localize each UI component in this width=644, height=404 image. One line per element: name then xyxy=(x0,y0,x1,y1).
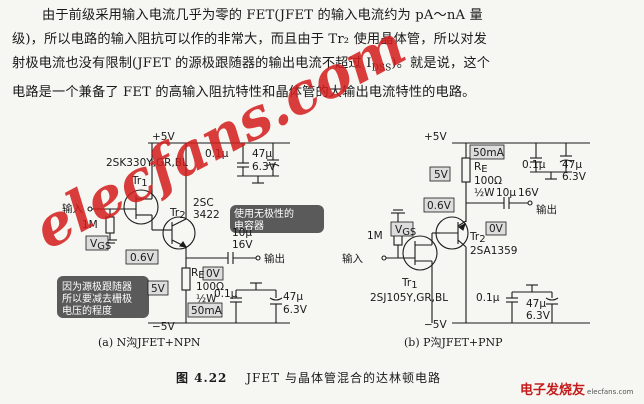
circuit-b-re-watt: ½W xyxy=(474,187,495,199)
circuit-b-input-label: 输入 xyxy=(342,252,363,265)
figure-title: JFET 与晶体管混合的达林顿电路 xyxy=(246,371,441,385)
figure-caption: 图 4.22 JFET 与晶体管混合的达林顿电路 xyxy=(176,369,441,386)
vgs-note-line-3: 电压的程度 xyxy=(62,304,112,317)
circuit-a-vmid-label: 5V xyxy=(151,283,166,295)
circuit-b-tr1-label: Tr1 xyxy=(401,277,418,291)
circuit-a-vgs-label: VGS xyxy=(90,238,111,252)
circuit-b-tr2-label: Tr2 xyxy=(469,231,486,245)
circuit-b-tr2-part: 2SA1359 xyxy=(470,245,517,257)
subfigure-b-label: (b) P沟JFET+PNP xyxy=(404,336,503,349)
circuit-a-tr1-part: 2SK330Y,GR,BL xyxy=(106,157,188,169)
circuit-a-elec-bottom-1: 47μ xyxy=(283,291,303,303)
coupling-note-line-2: 电容器 xyxy=(234,219,264,232)
paragraph-line-4: 电路是一个兼备了 FET 的高输入阻抗特性和晶体管的大输出电流特性的电路。 xyxy=(12,84,476,100)
circuit-b-vmid-label: 5V xyxy=(434,169,449,181)
circuit-a-output-label: 输出 xyxy=(264,252,285,265)
circuit-a-vplus-label: +5V xyxy=(152,131,175,143)
circuit-a-cap-top: 0.1μ xyxy=(205,148,229,160)
paragraph-line-3-text: 射极电流也没有限制(JFET 的源极跟随器的输出电流不超过 I xyxy=(12,56,372,71)
paragraph-line-3-end: )。就是说，这个 xyxy=(391,56,491,71)
circuit-b-jfet-symbol xyxy=(402,235,438,271)
circuit-a-elec-top-1: 47μ xyxy=(252,148,272,160)
circuit-a-tr2-part-2: 3422 xyxy=(193,209,220,221)
circuit-b-output-label: 输出 xyxy=(536,203,557,216)
circuit-a-coupling-2: 16V xyxy=(232,239,253,251)
circuit-a-coupling-1: 10μ xyxy=(232,227,252,239)
circuit-a-current-label: 50mA xyxy=(191,305,223,317)
circuit-b-vplus-label: +5V xyxy=(424,131,447,143)
elecfans-watermark: elecfans.com xyxy=(24,12,417,263)
circuit-a-tr1-label: Tr1 xyxy=(131,175,148,189)
circuit-b-vgs-label: VGS xyxy=(395,224,416,238)
body-paragraph: 由于前级采用输入电流几乎为零的 FET(JFET 的输入电流约为 pA～nA 量… xyxy=(12,4,634,105)
circuit-a-input-resistor: 1M xyxy=(82,219,98,231)
circuit-a-re-label: RE xyxy=(191,267,205,281)
paragraph-line-1: 由于前级采用输入电流几乎为零的 FET(JFET 的输入电流约为 pA～nA 量 xyxy=(42,8,483,23)
circuit-a-tr2-part-1: 2SC xyxy=(193,197,214,209)
circuit-b-input-resistor: 1M xyxy=(367,230,383,242)
circuit-a-input-label: 输入 xyxy=(62,202,83,215)
circuit-a-elec-top-2: 6.3V xyxy=(252,161,277,173)
circuit-a-re-value: 100Ω xyxy=(196,281,224,293)
circuit-b-cap-bottom: 0.1μ xyxy=(476,292,500,304)
circuit-a-elec-bottom-2: 6.3V xyxy=(283,304,308,316)
circuit-b-tr1-part: 2SJ105Y,GR,BL xyxy=(370,292,448,304)
circuit-b-elec-top-1: 47μ xyxy=(562,159,582,171)
vgs-note-line-1: 因为源极跟随器 xyxy=(62,280,132,293)
circuit-a-vbe-label: 0.6V xyxy=(130,252,155,264)
circuit-a-vgs-note: 因为源极跟随器 所以要减去栅极 电压的程度 xyxy=(57,276,149,318)
circuit-a-tr2-label: Tr2 xyxy=(169,207,186,221)
circuit-b-vbe-label: 0.6V xyxy=(427,200,452,212)
brand-text: 电子发烧友 xyxy=(520,383,586,398)
circuit-b-elec-top-2: 6.3V xyxy=(562,171,587,183)
circuit-a-jfet-symbol xyxy=(123,189,159,225)
circuit-b-elec-bottom-1: 47μ xyxy=(526,298,546,310)
subfigure-a-label: (a) N沟JFET+NPN xyxy=(98,336,201,349)
circuit-b-re-label: RE xyxy=(474,161,488,175)
circuit-a-re-voltage: 0V xyxy=(206,268,221,280)
figure-number: 图 4.22 xyxy=(176,371,228,385)
circuit-a-re-watt: ½W xyxy=(196,293,217,305)
paragraph-line-2: 级)，所以电路的输入阻抗可以作的非常大，而且由于 Tr₂ 使用晶体管，所以对发 xyxy=(12,32,487,47)
circuit-b-out-voltage: 0V xyxy=(489,223,504,235)
circuit-a-coupling-note: 使用无极性的 电容器 xyxy=(230,205,324,233)
circuit-a-cap-bottom: 0.1μ xyxy=(214,288,238,300)
circuit-b-vminus-label: −5V xyxy=(424,319,447,331)
circuit-b-elec-bottom-2: 6.3V xyxy=(526,310,551,322)
vgs-note-line-2: 所以要减去栅极 xyxy=(62,292,132,305)
circuit-b-re-value: 100Ω xyxy=(474,175,502,187)
idss-subscript: DSS xyxy=(371,63,392,74)
circuit-b-current-label: 50mA xyxy=(473,147,505,159)
brand-url: elecfans.com xyxy=(587,388,634,396)
circuit-b-cap-top: 0.1μ xyxy=(522,159,546,171)
paragraph-line-3: 射极电流也没有限制(JFET 的源极跟随器的输出电流不超过 IDSS)。就是说，… xyxy=(12,52,634,81)
circuit-a-vminus-label: −5V xyxy=(152,321,175,333)
circuit-a-npn-symbol xyxy=(162,216,196,250)
coupling-note-line-1: 使用无极性的 xyxy=(234,207,294,220)
